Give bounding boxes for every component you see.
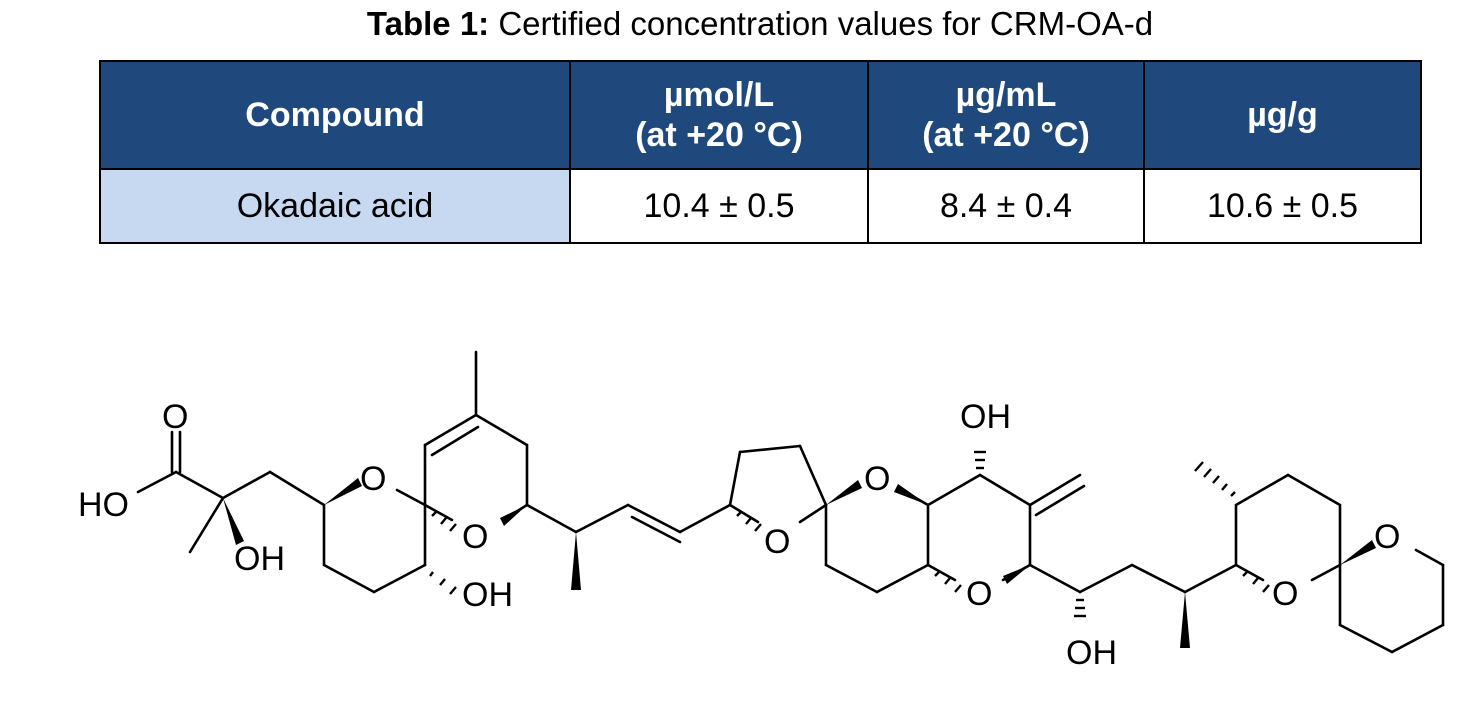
concentration-table: Compound µmol/L(at +20 °C) µg/mL(at +20 … bbox=[99, 60, 1422, 244]
hashed-bonds bbox=[429, 450, 1270, 618]
ring-o-label-7: O bbox=[1374, 518, 1400, 556]
oh-label-1: OH bbox=[234, 540, 285, 578]
ring-o-label-5: O bbox=[966, 575, 992, 613]
table-row: Okadaic acid 10.4 ± 0.5 8.4 ± 0.4 10.6 ±… bbox=[99, 168, 1422, 244]
ring-o-label-6: O bbox=[1272, 575, 1298, 613]
cell-ug-per-ml: 8.4 ± 0.4 bbox=[867, 168, 1145, 244]
header-umol-per-l: µmol/L(at +20 °C) bbox=[569, 60, 869, 170]
header-ug-per-g: µg/g bbox=[1143, 60, 1422, 170]
wedge-bonds bbox=[223, 478, 1376, 648]
acid-ho-label: HO bbox=[78, 486, 129, 524]
oh-label-2: OH bbox=[462, 576, 513, 614]
header-ug-per-ml: µg/mL(at +20 °C) bbox=[867, 60, 1145, 170]
carbonyl-o-label: O bbox=[162, 398, 188, 436]
header-compound: Compound bbox=[99, 60, 571, 170]
table-header-row: Compound µmol/L(at +20 °C) µg/mL(at +20 … bbox=[99, 60, 1422, 170]
caption-text: Certified concentration values for CRM-O… bbox=[498, 5, 1154, 42]
ring-o-label-2: O bbox=[462, 518, 488, 556]
cell-umol-per-l: 10.4 ± 0.5 bbox=[569, 168, 869, 244]
caption-label: Table 1: bbox=[366, 5, 490, 42]
cell-ug-per-g: 10.6 ± 0.5 bbox=[1143, 168, 1422, 244]
oh-label-3: OH bbox=[1066, 634, 1117, 672]
table-caption: Table 1: Certified concentration values … bbox=[0, 4, 1474, 44]
ring-o-label-3: O bbox=[764, 523, 790, 561]
okadaic-acid-structure: O HO OH O O OH O O OH O OH O O bbox=[78, 350, 1445, 672]
cell-compound: Okadaic acid bbox=[99, 168, 571, 244]
structure-bonds bbox=[136, 350, 1445, 654]
ring-o-label-1: O bbox=[360, 460, 386, 498]
atom-labels: O HO OH O O OH O O OH O OH O O bbox=[78, 398, 1400, 672]
oh-top-label: OH bbox=[960, 398, 1011, 436]
ring-o-label-4: O bbox=[864, 460, 890, 498]
